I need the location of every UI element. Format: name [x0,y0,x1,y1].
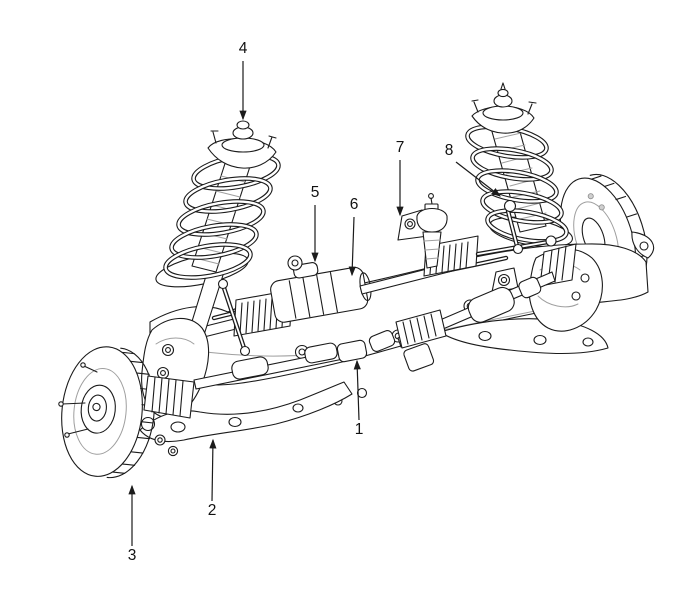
outer-cv-boot [143,375,195,419]
disc-inner-ring [73,368,127,455]
callout-8-arrow [455,161,501,197]
disc-hub [80,384,116,434]
callout-8-label: 8 [445,142,454,159]
caliper-bolt [161,343,175,357]
coil-spring [163,153,281,280]
lower-arm-body [139,381,353,443]
shaft-collar [518,276,542,299]
inner-cv-boot [395,309,447,349]
shaft-bushing [231,356,269,380]
arm-hole [533,334,547,346]
housing-ribs [288,271,338,319]
knuckle-arm-bracket [631,231,655,259]
mount-bearing [482,105,524,121]
bracket-hole [497,273,511,287]
mount-studs [471,99,537,115]
link-rod-core [223,287,245,349]
callout-7: 7 [396,139,405,217]
left-lower-arm [139,381,353,457]
arm-hole [582,337,594,347]
right-stabilizer-link [503,199,524,255]
caliper-bolt [156,366,170,380]
ball-socket [416,207,448,233]
tie-rod-core [477,241,549,255]
disc-stud [598,204,605,211]
callout-1: 1 [353,359,364,438]
link-ball-upper [503,199,517,213]
bracket-hole-inner [500,276,508,284]
left-brake-disc [58,346,155,479]
left-strut-assembly [155,120,281,361]
stud [430,197,433,205]
knuckle-bolt [571,291,581,301]
hub-ring [87,394,107,422]
callout-6: 6 [348,196,359,277]
caliper-bolt-inner [160,370,166,376]
hub-center [92,402,101,412]
callout-7-label: 7 [396,139,405,156]
mount-grommet-inner [291,259,299,267]
mount-studs [210,130,277,149]
link-ball-upper [217,278,229,290]
callout-2-arrow [209,438,217,502]
callout-6-arrow [348,216,356,277]
callout-8: 8 [445,142,501,197]
left-stabilizer-link [217,278,251,357]
tie-rod-end [416,193,448,269]
callout-4-label: 4 [239,40,248,57]
mount-grommet [287,255,303,271]
arm-hole [478,330,492,342]
rod-tip [500,82,506,90]
left-driveshaft [143,330,396,419]
wheel-studs [58,362,98,438]
link-ball-lower [512,243,524,255]
cv-joint-barrel [467,286,515,323]
rod-cap [236,120,250,130]
shaft-damper-block [403,343,435,372]
bracket-hole [639,241,649,251]
callout-6-label: 6 [350,196,359,213]
arm-hole [228,416,242,428]
steering-gear-box [270,255,372,323]
callout-2-label: 2 [208,502,217,519]
callout-1-label: 1 [355,421,364,438]
knuckle-bolt [580,273,590,283]
arm-bolts [154,434,179,457]
callout-3: 3 [128,484,137,564]
tie-rod-ball [545,235,557,247]
shaft-bushing [304,342,338,364]
caliper-bolt-inner [165,347,171,353]
mount-bearing [221,137,265,153]
boot-pleats [151,376,184,417]
inner-joint [368,330,396,352]
link-ball-lower [239,345,251,357]
callout-4: 4 [239,40,248,121]
bracket-hole-inner [407,221,413,227]
callouts: 4 5 6 7 8 1 2 3 [128,40,501,564]
joint-ribs [423,239,441,260]
disc-stud [587,193,594,200]
arm-hole [170,421,186,433]
bracket-hole [404,218,416,230]
rod-cap [497,88,509,98]
callout-2: 2 [208,438,217,519]
callout-5-label: 5 [311,184,320,201]
callout-5: 5 [311,184,320,263]
coil-spring [465,124,569,244]
callout-3-label: 3 [128,547,137,564]
link-rod-core [507,210,518,247]
right-driveshaft [395,271,556,372]
boot-pleats [402,313,437,345]
arm-hole [292,403,304,413]
disc-edge-band [106,347,155,479]
ball-joint [140,416,156,432]
callout-1-arrow [353,359,361,421]
